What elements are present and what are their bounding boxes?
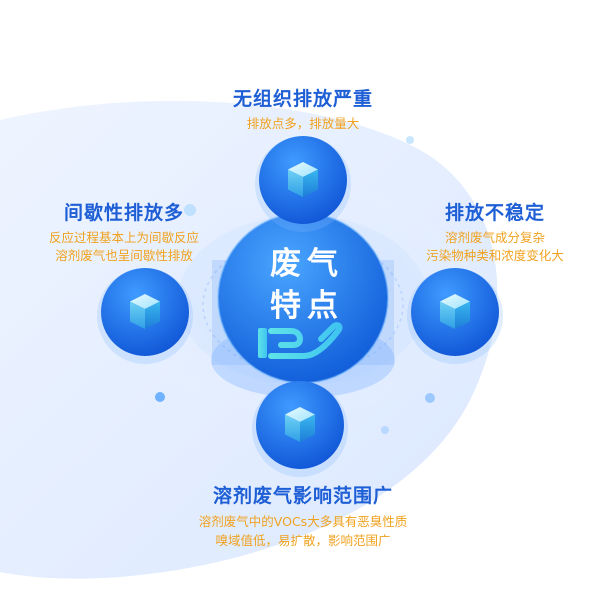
node-bottom-title: 溶剂废气影响范围广: [212, 485, 393, 507]
center-title-line1: 废气: [270, 246, 344, 282]
deco-dot: [184, 204, 196, 216]
cube-icon: [440, 294, 470, 329]
node-right-circle: [407, 268, 503, 364]
node-bottom-desc-line2: 嗅域值低，易扩散，影响范围广: [215, 533, 391, 548]
deco-dot: [406, 136, 414, 144]
node-bottom-circle: [252, 381, 348, 477]
cube-icon: [285, 407, 315, 442]
node-top-title: 无组织排放严重: [232, 88, 373, 110]
cube-icon: [288, 162, 318, 197]
deco-dot: [381, 426, 389, 434]
node-bottom-desc-line1: 溶剂废气中的VOCs大多具有恶臭性质: [198, 514, 408, 529]
node-left-desc-line2: 溶剂废气也呈间歇性排放: [55, 248, 193, 263]
cube-icon: [130, 294, 160, 329]
deco-dot: [155, 392, 165, 402]
deco-dot: [425, 393, 435, 403]
node-left-title: 间歇性排放多: [63, 202, 184, 224]
dashed-orbit: [202, 236, 404, 374]
hand-holding-icon: [258, 322, 343, 359]
node-left-circle: [97, 268, 193, 364]
node-right-desc-line1: 溶剂废气成分复杂: [444, 230, 545, 245]
node-right-title: 排放不稳定: [444, 202, 545, 224]
node-right-desc-line2: 污染物种类和浓度变化大: [426, 248, 564, 263]
node-top-circle: [255, 136, 351, 232]
node-top-desc: 排放点多，排放量大: [246, 116, 360, 131]
node-left-desc-line1: 反应过程基本上为间歇反应: [48, 230, 199, 245]
center-title-line2: 特点: [270, 288, 344, 324]
